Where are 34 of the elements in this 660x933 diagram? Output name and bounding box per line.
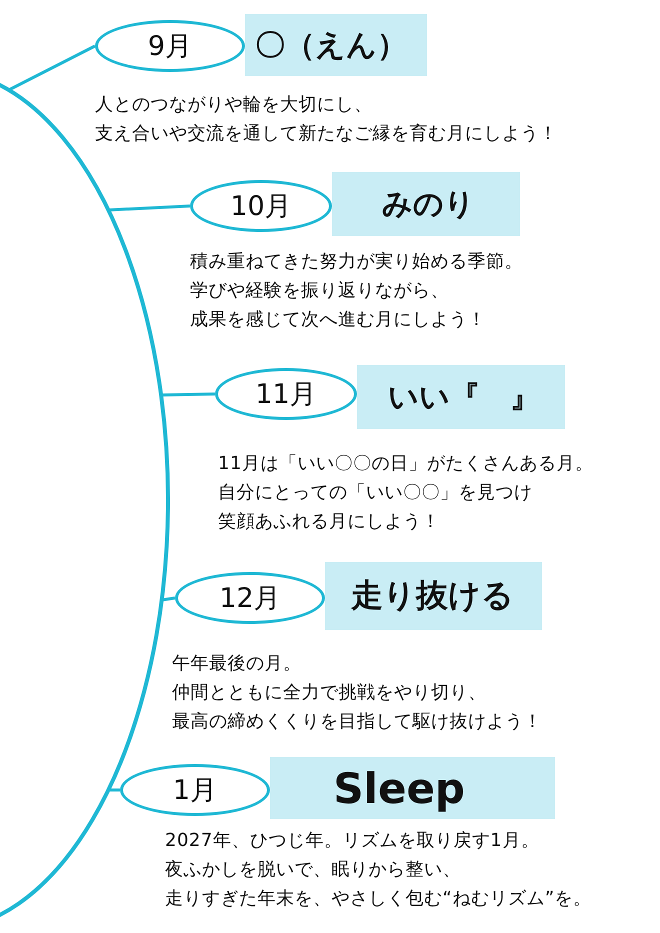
description-line: 笑顔あふれる月にしよう！ bbox=[218, 510, 440, 534]
description-line: 2027年、ひつじ年。リズムを取り戻す1月。 bbox=[165, 829, 540, 853]
month-ellipse: 10月 bbox=[190, 180, 332, 232]
connector-line bbox=[162, 596, 176, 602]
description-line: 自分にとっての「いい〇〇」を見つけ bbox=[218, 481, 532, 505]
description-line: 成果を感じて次へ進む月にしよう！ bbox=[190, 308, 486, 332]
month-ellipse: 1月 bbox=[120, 764, 270, 816]
connector-line bbox=[161, 392, 216, 396]
description-line: 最高の締めくくりを目指して駆け抜けよう！ bbox=[172, 710, 542, 734]
theme-text: 〇（えん） bbox=[255, 26, 407, 64]
description-line: 仲間とともに全力で挑戦をやり切り、 bbox=[172, 681, 486, 705]
theme-banner bbox=[245, 14, 427, 76]
description-line: 積み重ねてきた努力が実り始める季節。 bbox=[190, 250, 523, 274]
theme-banner bbox=[270, 757, 555, 819]
theme-text: みのり bbox=[382, 186, 475, 224]
theme-banner bbox=[325, 562, 542, 630]
theme-text: いい『 』 bbox=[388, 378, 540, 416]
month-ellipse: 12月 bbox=[175, 572, 325, 624]
description-line: 学びや経験を振り返りながら、 bbox=[190, 279, 449, 303]
month-ellipse: 11月 bbox=[215, 368, 357, 420]
theme-banner bbox=[357, 365, 565, 429]
description-line: 夜ふかしを脱いで、眠りから整い、 bbox=[165, 858, 461, 882]
description-line: 走りすぎた年末を、やさしく包む“ねむリズム”を。 bbox=[165, 887, 592, 911]
description-line: 11月は「いい〇〇の日」がたくさんある月。 bbox=[218, 452, 594, 476]
description-line: 人とのつながりや輪を大切にし、 bbox=[95, 93, 372, 117]
theme-text: Sleep bbox=[333, 764, 465, 812]
theme-text: 走り抜ける bbox=[351, 575, 514, 616]
month-ellipse: 9月 bbox=[95, 20, 245, 72]
connector-line bbox=[8, 44, 96, 92]
description-line: 午年最後の月。 bbox=[172, 652, 302, 676]
theme-banner bbox=[332, 172, 520, 236]
connector-line bbox=[108, 204, 190, 212]
description-line: 支え合いや交流を通して新たなご縁を育む月にしよう！ bbox=[95, 122, 558, 146]
connector-line bbox=[108, 788, 120, 792]
